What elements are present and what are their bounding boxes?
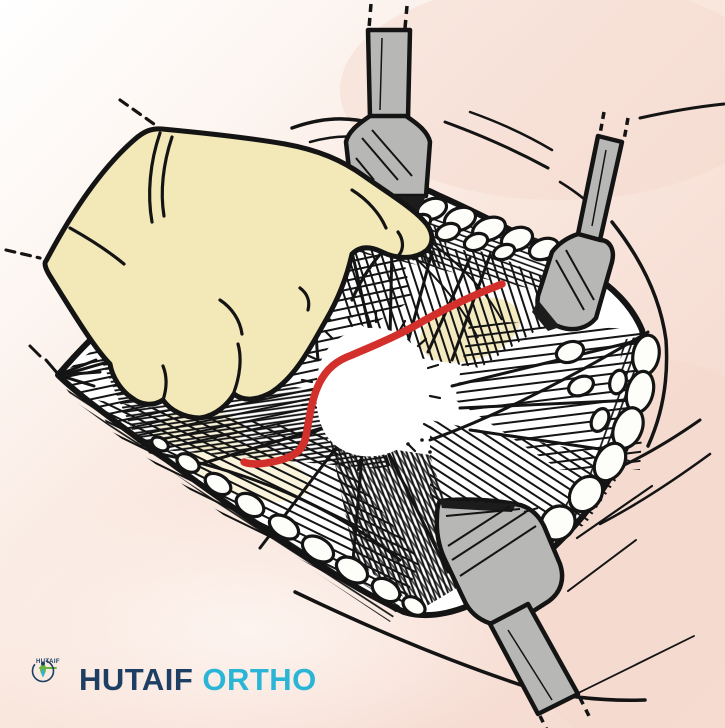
fat-row-bottom-left xyxy=(150,435,427,617)
hand-outline-dashes xyxy=(4,98,156,260)
retractor-bottom xyxy=(434,497,592,728)
shaft-break-dashes xyxy=(538,697,592,728)
shaft-break-dashes xyxy=(367,3,409,29)
glove-creases xyxy=(68,131,405,402)
brand-wordmark-secondary: ORTHO xyxy=(202,662,317,697)
incision-marking-line xyxy=(240,280,506,468)
brand-wordmark-primary: HUTAIF xyxy=(79,662,194,697)
hutaif-logo-icon xyxy=(31,659,55,683)
brand-mark-underline xyxy=(39,667,57,669)
shaft-break-dashes xyxy=(598,111,630,141)
retractor-right xyxy=(532,111,630,332)
brand-mark: HUTAIF xyxy=(30,658,66,683)
gloved-hand xyxy=(4,98,435,421)
